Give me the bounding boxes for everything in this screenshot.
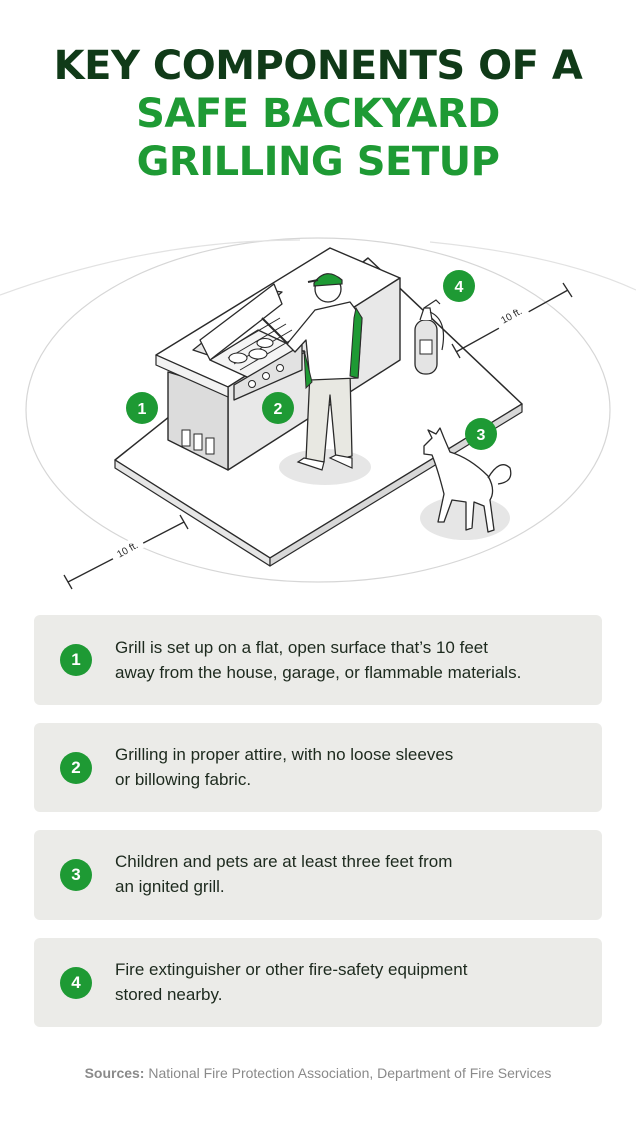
description-line: stored nearby. <box>115 985 223 1004</box>
sources-label: Sources: <box>84 1065 145 1081</box>
description-line: Grill is set up on a flat, open surface … <box>115 638 488 657</box>
svg-text:1: 1 <box>138 401 147 418</box>
marker-4: 4 <box>443 270 475 302</box>
dimension-line-left: 10 ft. <box>63 514 189 590</box>
description-line: away from the house, garage, or flammabl… <box>115 663 522 682</box>
safety-radius-ring <box>25 237 611 583</box>
component-card-2: 2 Grilling in proper attire, with no loo… <box>34 723 602 812</box>
number-badge: 3 <box>60 859 92 891</box>
grilling-setup-illustration: 10 ft. 10 ft. 1 2 3 4 <box>0 237 636 590</box>
number-badge: 4 <box>60 967 92 999</box>
component-description: Grilling in proper attire, with no loose… <box>115 742 588 792</box>
svg-text:4: 4 <box>455 279 464 296</box>
distance-label-left: 10 ft. <box>115 540 140 560</box>
outer-arc-right <box>429 241 636 291</box>
page-title: KEY COMPONENTS OF A SAFE BACKYARD GRILLI… <box>0 42 636 186</box>
marker-3: 3 <box>465 418 497 450</box>
dog <box>420 427 512 540</box>
svg-text:3: 3 <box>477 427 486 444</box>
fire-extinguisher <box>414 299 445 375</box>
marker-2: 2 <box>262 392 294 424</box>
title-line-1: KEY COMPONENTS OF A <box>53 43 583 89</box>
component-card-3: 3 Children and pets are at least three f… <box>34 830 602 920</box>
outer-arc <box>0 239 301 296</box>
description-line: Fire extinguisher or other fire-safety e… <box>115 960 468 979</box>
component-description: Grill is set up on a flat, open surface … <box>115 635 588 685</box>
svg-text:2: 2 <box>274 401 283 418</box>
person-grilling <box>261 273 371 485</box>
component-description: Fire extinguisher or other fire-safety e… <box>115 957 588 1007</box>
description-line: an ignited grill. <box>115 877 225 896</box>
number-badge: 1 <box>60 644 92 676</box>
component-description: Children and pets are at least three fee… <box>115 849 588 899</box>
description-line: Grilling in proper attire, with no loose… <box>115 745 454 764</box>
marker-1: 1 <box>126 392 158 424</box>
grill <box>192 283 306 401</box>
sources-footnote: Sources: National Fire Protection Associ… <box>0 1065 636 1081</box>
description-line: Children and pets are at least three fee… <box>115 852 453 871</box>
sources-text: National Fire Protection Association, De… <box>144 1065 552 1081</box>
distance-label-right: 10 ft. <box>499 306 524 326</box>
component-card-4: 4 Fire extinguisher or other fire-safety… <box>34 938 602 1027</box>
number-badge: 2 <box>60 752 92 784</box>
title-line-2: SAFE BACKYARD <box>136 91 500 137</box>
description-line: or billowing fabric. <box>115 770 252 789</box>
component-card-1: 1 Grill is set up on a flat, open surfac… <box>34 615 602 705</box>
title-line-3: GRILLING SETUP <box>136 139 500 185</box>
